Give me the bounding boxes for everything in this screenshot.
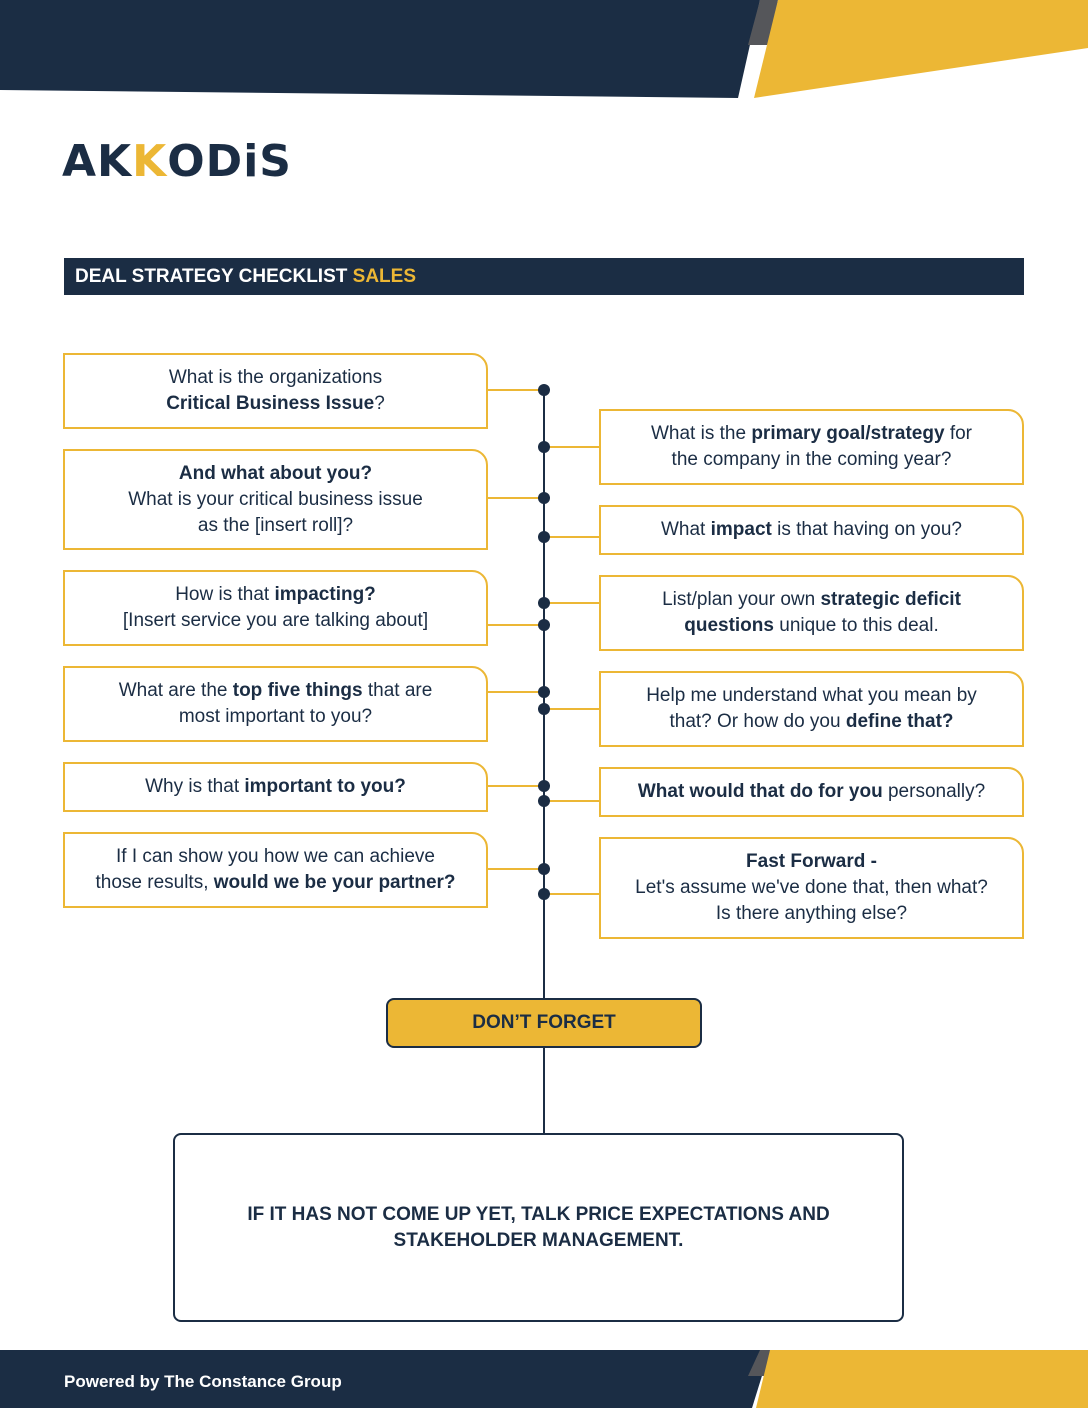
spine-dot bbox=[538, 384, 550, 396]
left-box-1: What is the organizations Critical Busin… bbox=[63, 353, 488, 429]
spine-dot bbox=[538, 619, 550, 631]
spine-dot bbox=[538, 531, 550, 543]
spine-dot bbox=[538, 888, 550, 900]
left-box-4: What are the top five things that are mo… bbox=[63, 666, 488, 742]
final-note-line-2: STAKEHOLDER MANAGEMENT. bbox=[393, 1229, 684, 1251]
spine-dot bbox=[538, 863, 550, 875]
final-note-line-1: IF IT HAS NOT COME UP YET, TALK PRICE EX… bbox=[247, 1203, 830, 1225]
spine-dot bbox=[538, 441, 550, 453]
title-accent: SALES bbox=[352, 266, 416, 287]
spine-dot bbox=[538, 597, 550, 609]
page-title: DEAL STRATEGY CHECKLIST SALES bbox=[64, 258, 1024, 295]
spine-dot bbox=[538, 703, 550, 715]
left-box-3: How is that impacting? [Insert service y… bbox=[63, 570, 488, 646]
spine-dot bbox=[538, 795, 550, 807]
spine-dot bbox=[538, 686, 550, 698]
right-box-5: What would that do for you personally? bbox=[599, 767, 1024, 817]
right-box-4: Help me understand what you mean by that… bbox=[599, 671, 1024, 747]
footer-credit: Powered by The Constance Group bbox=[64, 1372, 342, 1391]
spine-dot bbox=[538, 492, 550, 504]
right-box-6: Fast Forward - Let's assume we've done t… bbox=[599, 837, 1024, 939]
spine-dot bbox=[538, 780, 550, 792]
dont-forget-badge: DON’T FORGET bbox=[386, 998, 702, 1048]
footer-band bbox=[0, 1350, 1088, 1408]
right-box-3: List/plan your own strategic deficit que… bbox=[599, 575, 1024, 651]
header-band bbox=[0, 0, 1088, 98]
right-box-2: What impact is that having on you? bbox=[599, 505, 1024, 555]
final-note-box: IF IT HAS NOT COME UP YET, TALK PRICE EX… bbox=[173, 1133, 904, 1322]
left-box-2: And what about you? What is your critica… bbox=[63, 449, 488, 550]
title-main: DEAL STRATEGY CHECKLIST bbox=[75, 266, 353, 287]
right-box-1: What is the primary goal/strategy for th… bbox=[599, 409, 1024, 485]
left-box-5: Why is that important to you? bbox=[63, 762, 488, 812]
left-box-6: If I can show you how we can achieve tho… bbox=[63, 832, 488, 908]
